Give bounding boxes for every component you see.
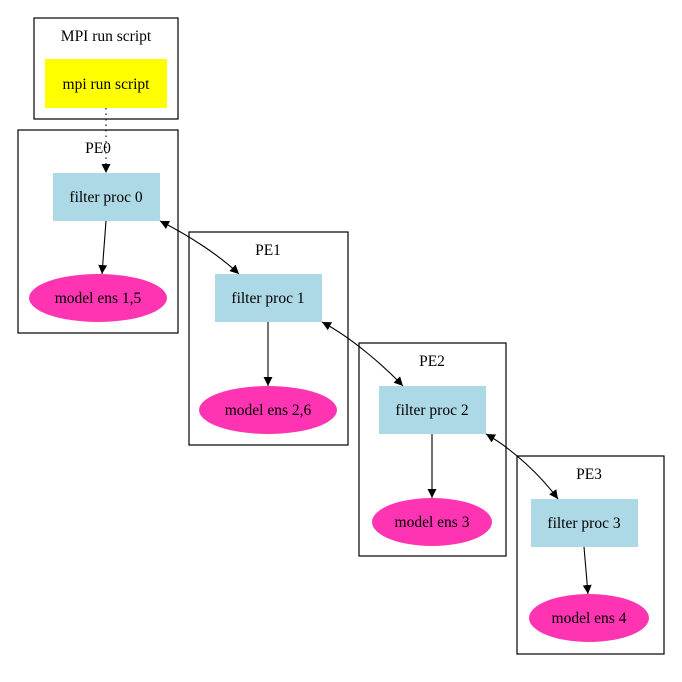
model-node-3: [529, 594, 649, 642]
filter-node-2: [379, 386, 486, 434]
edge-filter0-filter1: [159, 220, 240, 275]
filter-node-3: [531, 499, 638, 547]
script-node-label: mpi run script: [63, 76, 151, 93]
model-node-1-label: model ens 2,6: [225, 402, 312, 419]
cluster-pe1-label: PE1: [255, 242, 281, 259]
edge-filter1-filter2: [321, 321, 404, 387]
edge-filter3-to-model3: [582, 546, 592, 595]
filter-node-0: [53, 173, 160, 221]
cluster-pe0-label: PE0: [85, 140, 111, 157]
filter-node-1-label: filter proc 1: [231, 290, 304, 307]
model-node-2-label: model ens 3: [395, 514, 470, 531]
edge-filter2-filter3: [485, 433, 559, 500]
cluster-pe2-label: PE2: [419, 353, 445, 370]
script-cluster-label: MPI run script: [61, 28, 152, 45]
model-node-0: [29, 274, 167, 322]
model-node-0-label: model ens 1,5: [55, 290, 142, 307]
cluster-pe0: PE0 filter proc 0 model ens 1,5: [17, 129, 179, 334]
filter-node-2-label: filter proc 2: [395, 402, 468, 419]
filter-node-3-label: filter proc 3: [547, 515, 620, 532]
edge-filter0-to-model0: [98, 220, 108, 275]
cluster-pe3-label: PE3: [576, 466, 602, 483]
script-node: [45, 59, 167, 108]
model-node-1: [199, 386, 337, 434]
cluster-pe3: PE3 filter proc 3 model ens 4: [516, 455, 665, 655]
model-node-2: [372, 498, 492, 546]
filter-node-1: [215, 274, 322, 322]
model-node-3-label: model ens 4: [552, 610, 627, 627]
script-cluster: MPI run script mpi run script: [33, 17, 179, 120]
filter-node-0-label: filter proc 0: [69, 189, 142, 206]
